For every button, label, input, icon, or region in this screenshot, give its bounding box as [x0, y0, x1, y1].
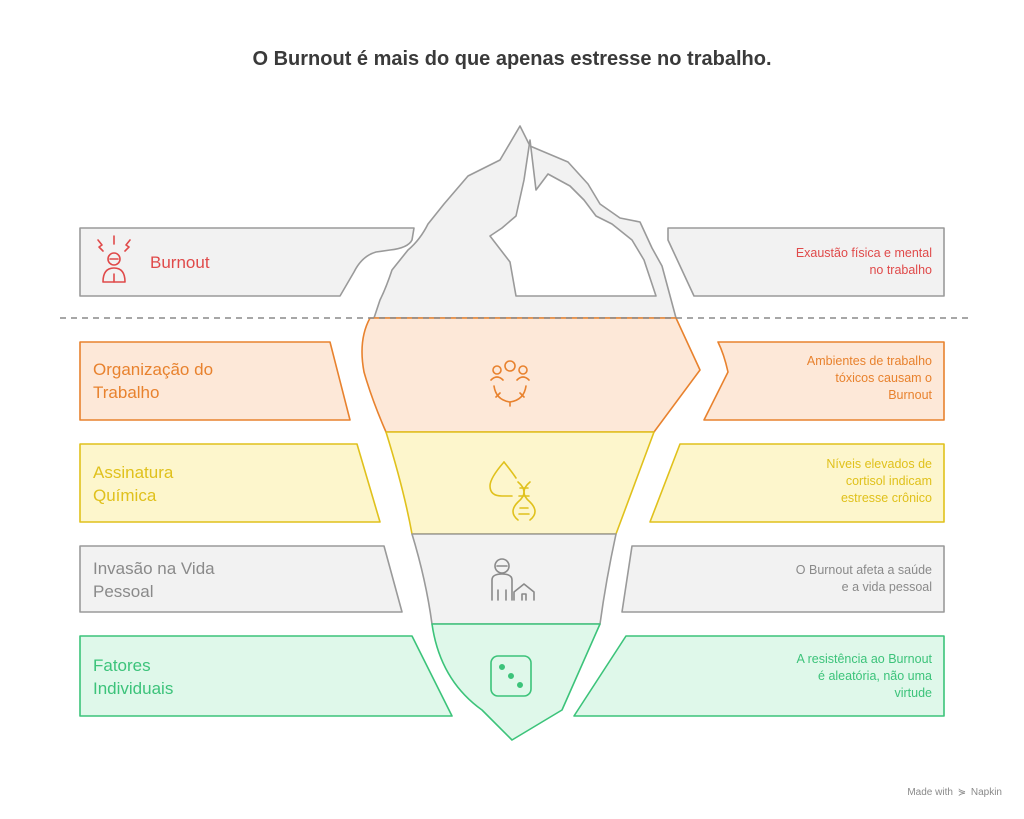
left-box-burnout [79, 227, 415, 297]
layer-label-invasao: Invasão na Vida Pessoal [93, 559, 215, 601]
iceberg-band-organizacao [361, 317, 701, 433]
footer-credit: Made with ⋟ Napkin [907, 787, 1002, 798]
left-box-invasao [79, 545, 403, 613]
right-box-burnout [667, 227, 945, 297]
layer-description-burnout: Exaustão física e mental no trabalho [795, 246, 932, 277]
iceberg-band-fatores [431, 623, 601, 741]
layer-description-assinatura: Níveis elevados de cortisol indicam estr… [826, 457, 932, 505]
right-box-organizacao [703, 341, 945, 421]
right-box-assinatura [649, 443, 945, 523]
napkin-logo-icon: ⋟ [957, 787, 967, 798]
left-box-fatores [79, 635, 453, 717]
layer-label-organizacao: Organização do Trabalho [93, 360, 214, 402]
layer-description-fatores: A resistência ao Burnout é aleatória, nã… [796, 652, 933, 700]
right-box-invasao [621, 545, 945, 613]
napkin-brand-text: Napkin [970, 787, 1002, 798]
page-title: O Burnout é mais do que apenas estresse … [252, 48, 772, 70]
dice-icon [490, 655, 532, 697]
layer-label-fatores: Fatores Individuais [93, 656, 174, 698]
layer-label-assinatura: Assinatura Química [93, 463, 174, 505]
left-box-assinatura [79, 443, 381, 523]
right-box-fatores [573, 635, 945, 717]
person-home-icon [491, 558, 535, 601]
left-box-organizacao [79, 341, 351, 421]
layer-description-invasao: O Burnout afeta a saúde e a vida pessoal [795, 563, 932, 594]
iceberg-band-invasao [411, 533, 617, 625]
made-with-text: Made with [907, 787, 953, 798]
iceberg-snow [489, 139, 657, 297]
team-gear-icon [490, 360, 530, 407]
layer-description-organizacao: Ambientes de trabalho tóxicos causam o B… [806, 354, 932, 402]
layer-label-burnout: Burnout [150, 253, 210, 272]
stressed-person-icon [97, 235, 131, 283]
drop-dna-icon [489, 461, 536, 521]
